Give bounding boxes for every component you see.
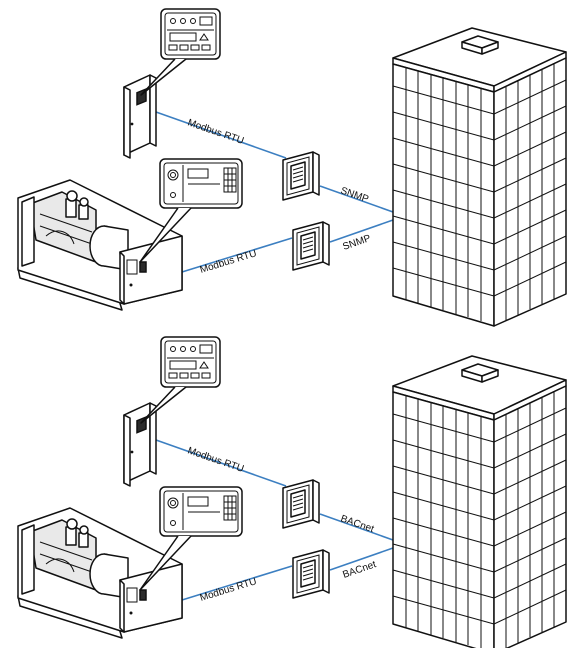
transfer-switch-to-gateway-link [155, 439, 287, 487]
generator-set-icon [17, 179, 183, 311]
gateway-upper-link-label: BACnet [339, 513, 375, 535]
generator-to-gateway-link [181, 565, 293, 601]
network-gateway-module-icon [282, 151, 320, 201]
gateway-to-building-upper-link [319, 185, 394, 213]
generator-link-label: Modbus RTU [199, 248, 258, 276]
gateway-to-building-lower-link [329, 547, 394, 571]
generator-controller-panel-icon [139, 158, 243, 263]
gateway-to-building-upper-link [319, 513, 394, 541]
connection-lines [155, 439, 394, 601]
scenario-snmp: Modbus RTU Modbus RTU SNMP SNMP [17, 8, 567, 327]
connection-lines [155, 111, 394, 273]
network-gateway-module-icon [282, 479, 320, 529]
transfer-switch-link-label: Modbus RTU [186, 445, 245, 475]
generator-set-icon [17, 507, 183, 639]
office-building-icon [392, 355, 567, 648]
gateway-upper-link-label: SNMP [339, 185, 370, 205]
scenario-bacnet: Modbus RTU Modbus RTU BACnet BACnet [17, 336, 567, 648]
generator-link-label: Modbus RTU [199, 576, 258, 604]
gateway-lower-link-label: BACnet [341, 559, 377, 581]
ats-controller-panel-icon [140, 8, 221, 96]
generator-controller-panel-icon [139, 486, 243, 591]
transfer-switch-link-label: Modbus RTU [186, 117, 245, 147]
gateway-to-building-lower-link [329, 219, 394, 243]
transfer-switch-to-gateway-link [155, 111, 287, 159]
network-gateway-module-icon [292, 549, 330, 599]
office-building-icon [392, 27, 567, 327]
network-gateway-module-icon [292, 221, 330, 271]
generator-to-gateway-link [181, 237, 293, 273]
ats-controller-panel-icon [140, 336, 221, 424]
